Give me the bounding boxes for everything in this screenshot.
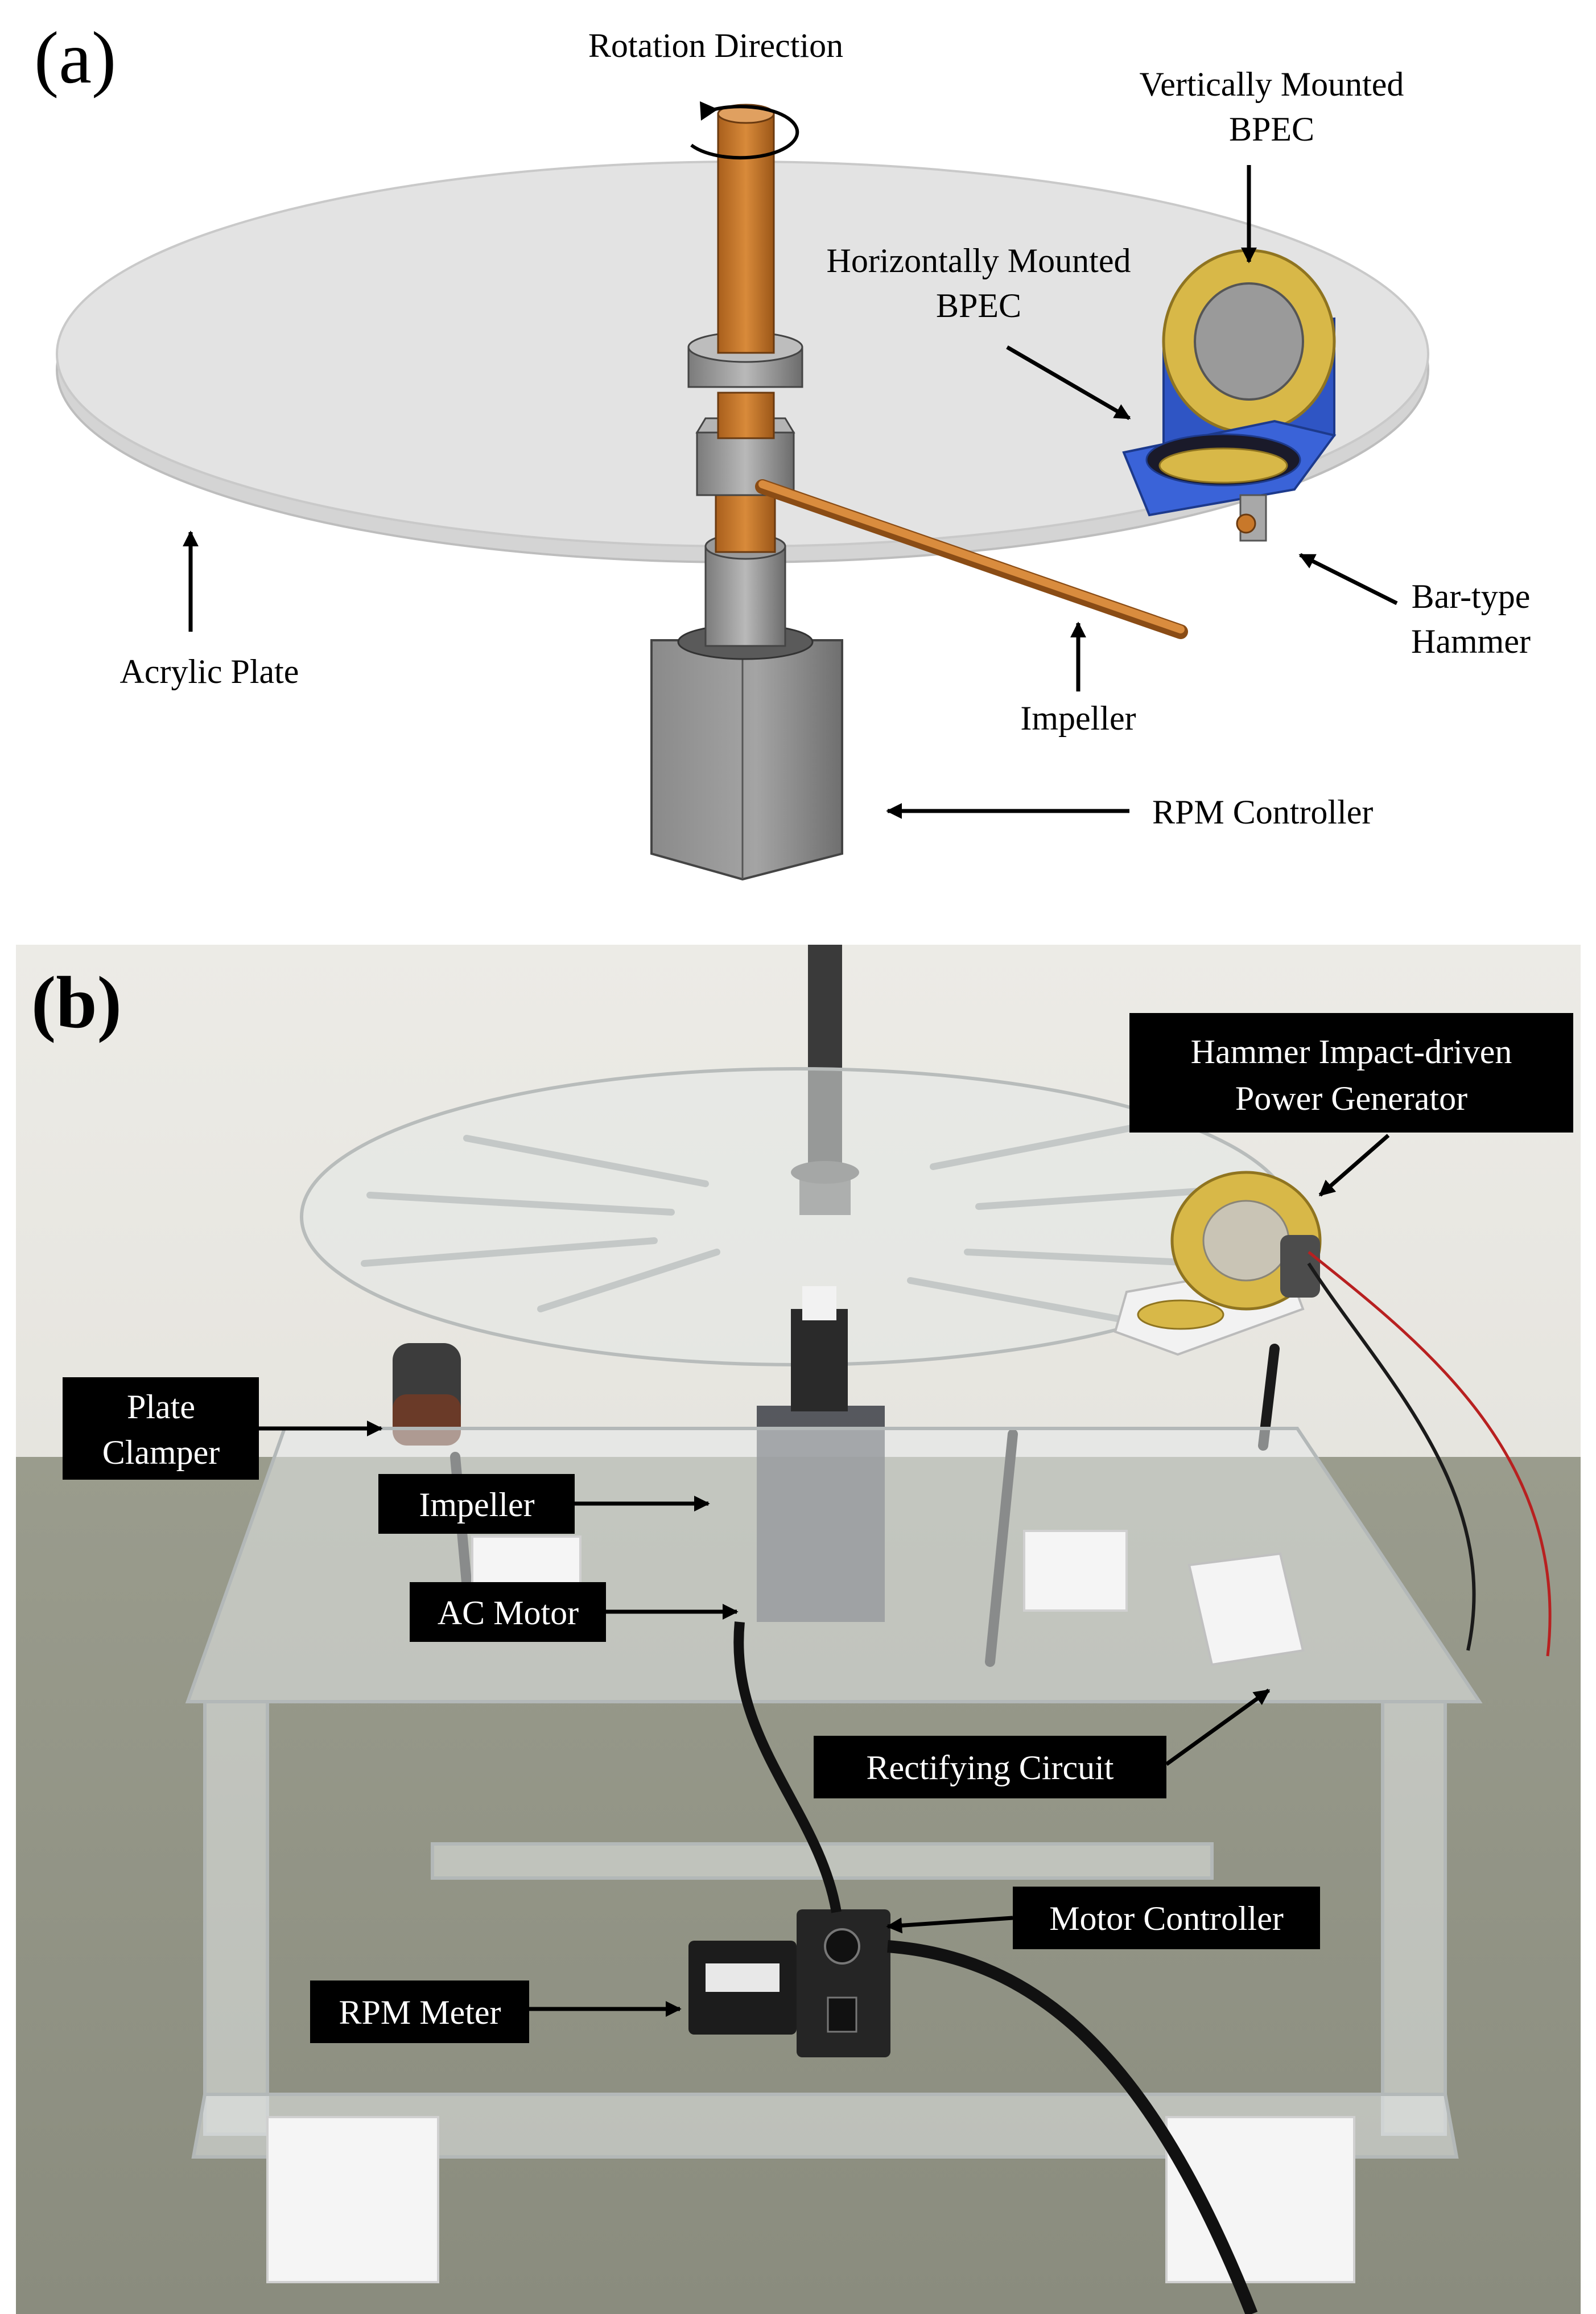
label-box-impeller: Impeller [378,1474,575,1534]
label-horizontal-bpec-line1: Horizontally Mounted [827,242,1131,279]
label-power-generator-line1: Hammer Impact-driven [1191,1033,1512,1070]
label-plate-clamper-line2: Clamper [102,1434,220,1471]
panel-a-letter: (a) [34,17,116,99]
panel-a-cad-diagram: (a) [34,17,1531,881]
label-rpm-controller: RPM Controller [1152,793,1373,831]
photo-motor-controller [797,1909,890,2057]
label-acrylic-plate: Acrylic Plate [120,653,299,690]
label-vertical-bpec-line2: BPEC [1229,110,1314,148]
label-horizontal-bpec-line2: BPEC [936,287,1021,324]
label-plate-clamper-line1: Plate [127,1388,195,1426]
label-box-rectifying-circuit: Rectifying Circuit [814,1736,1166,1798]
label-bar-hammer-line1: Bar-type [1412,578,1531,615]
rotation-arrow-icon [690,101,799,160]
label-rotation-direction: Rotation Direction [588,27,843,64]
arrow-motor-controller [886,1916,1013,1934]
bpec-mount-assembly [1122,249,1337,542]
label-bar-hammer-line2: Hammer [1411,623,1531,660]
photo-power-cable [887,1940,1258,2314]
photo-power-generator [1114,1171,1322,1356]
label-box-ac-motor: AC Motor [410,1582,606,1642]
label-box-plate-clamper: Plate Clamper [63,1377,259,1480]
label-ac-motor: AC Motor [438,1594,579,1632]
label-impeller-b: Impeller [419,1486,534,1524]
arrow-rectifying-circuit [1165,1689,1271,1766]
label-impeller: Impeller [1020,699,1136,737]
label-rectifying-circuit: Rectifying Circuit [867,1749,1114,1786]
panel-b-photo: (b) Hammer Impact-driven Power Generator… [16,945,1581,2314]
label-box-rpm-meter: RPM Meter [310,1981,529,2043]
shaft-lower [715,488,776,553]
arrow-power-generator [1318,1134,1390,1197]
arrow-horizontal-bpec [1006,345,1131,421]
label-box-motor-controller: Motor Controller [1013,1887,1320,1949]
label-motor-controller: Motor Controller [1049,1900,1284,1937]
rpm-controller-box [650,624,843,881]
impeller-rod [755,479,1188,639]
panel-b-letter: (b) [31,962,122,1044]
label-box-power-generator: Hammer Impact-driven Power Generator [1129,1013,1573,1133]
shaft-upper [717,104,775,354]
label-rpm-meter: RPM Meter [339,1994,501,2031]
photo-rpm-meter [688,1941,797,2035]
photo-foam-supports [266,1530,1355,2283]
photo-motor-cable [733,1621,842,1913]
label-vertical-bpec-line1: Vertically Mounted [1140,65,1404,103]
photo-breadboard [1187,1251,1552,1666]
arrow-hammer [1298,553,1398,606]
shaft-middle [717,392,775,439]
label-power-generator-line2: Power Generator [1235,1080,1467,1117]
